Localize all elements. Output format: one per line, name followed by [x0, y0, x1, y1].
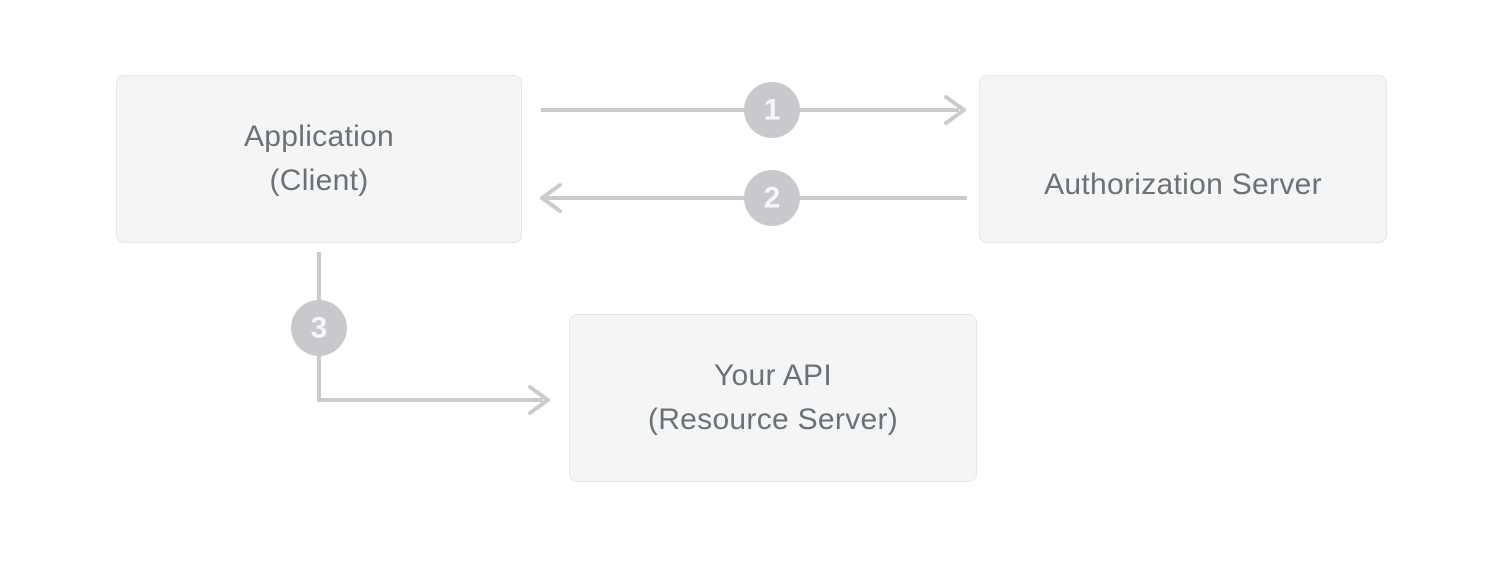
- node-authorization-server: Authorization Server: [979, 75, 1387, 243]
- node-application-client: Application (Client): [116, 75, 522, 243]
- node-label-line2: (Client): [269, 164, 369, 197]
- arrowhead-right-icon: [528, 385, 550, 415]
- node-label-line2: (Resource Server): [647, 403, 899, 436]
- node-label-line1: Authorization Server: [1044, 168, 1322, 201]
- node-label-line1: Application: [243, 120, 395, 153]
- node-label: Authorization Server: [1044, 163, 1322, 207]
- arrow-step-1: 1: [541, 82, 966, 138]
- arrowhead-left-icon: [540, 183, 562, 213]
- arrowhead-right-icon: [944, 95, 966, 125]
- step-number-2: 2: [764, 182, 781, 215]
- arrow-shaft: [317, 252, 543, 402]
- node-label-line1: Your API: [713, 359, 833, 392]
- step-circle-3: [291, 300, 347, 356]
- step-circle-1: [744, 82, 800, 138]
- arrow-step-2: 2: [540, 170, 967, 226]
- step-number-1: 1: [764, 94, 781, 127]
- node-label: Application (Client): [244, 115, 394, 203]
- step-number-3: 3: [311, 312, 328, 345]
- node-label: Your API (Resource Server): [648, 354, 898, 442]
- node-your-api-resource-server: Your API (Resource Server): [569, 314, 977, 482]
- step-circle-2: [744, 170, 800, 226]
- arrow-step-3: 3: [291, 252, 550, 415]
